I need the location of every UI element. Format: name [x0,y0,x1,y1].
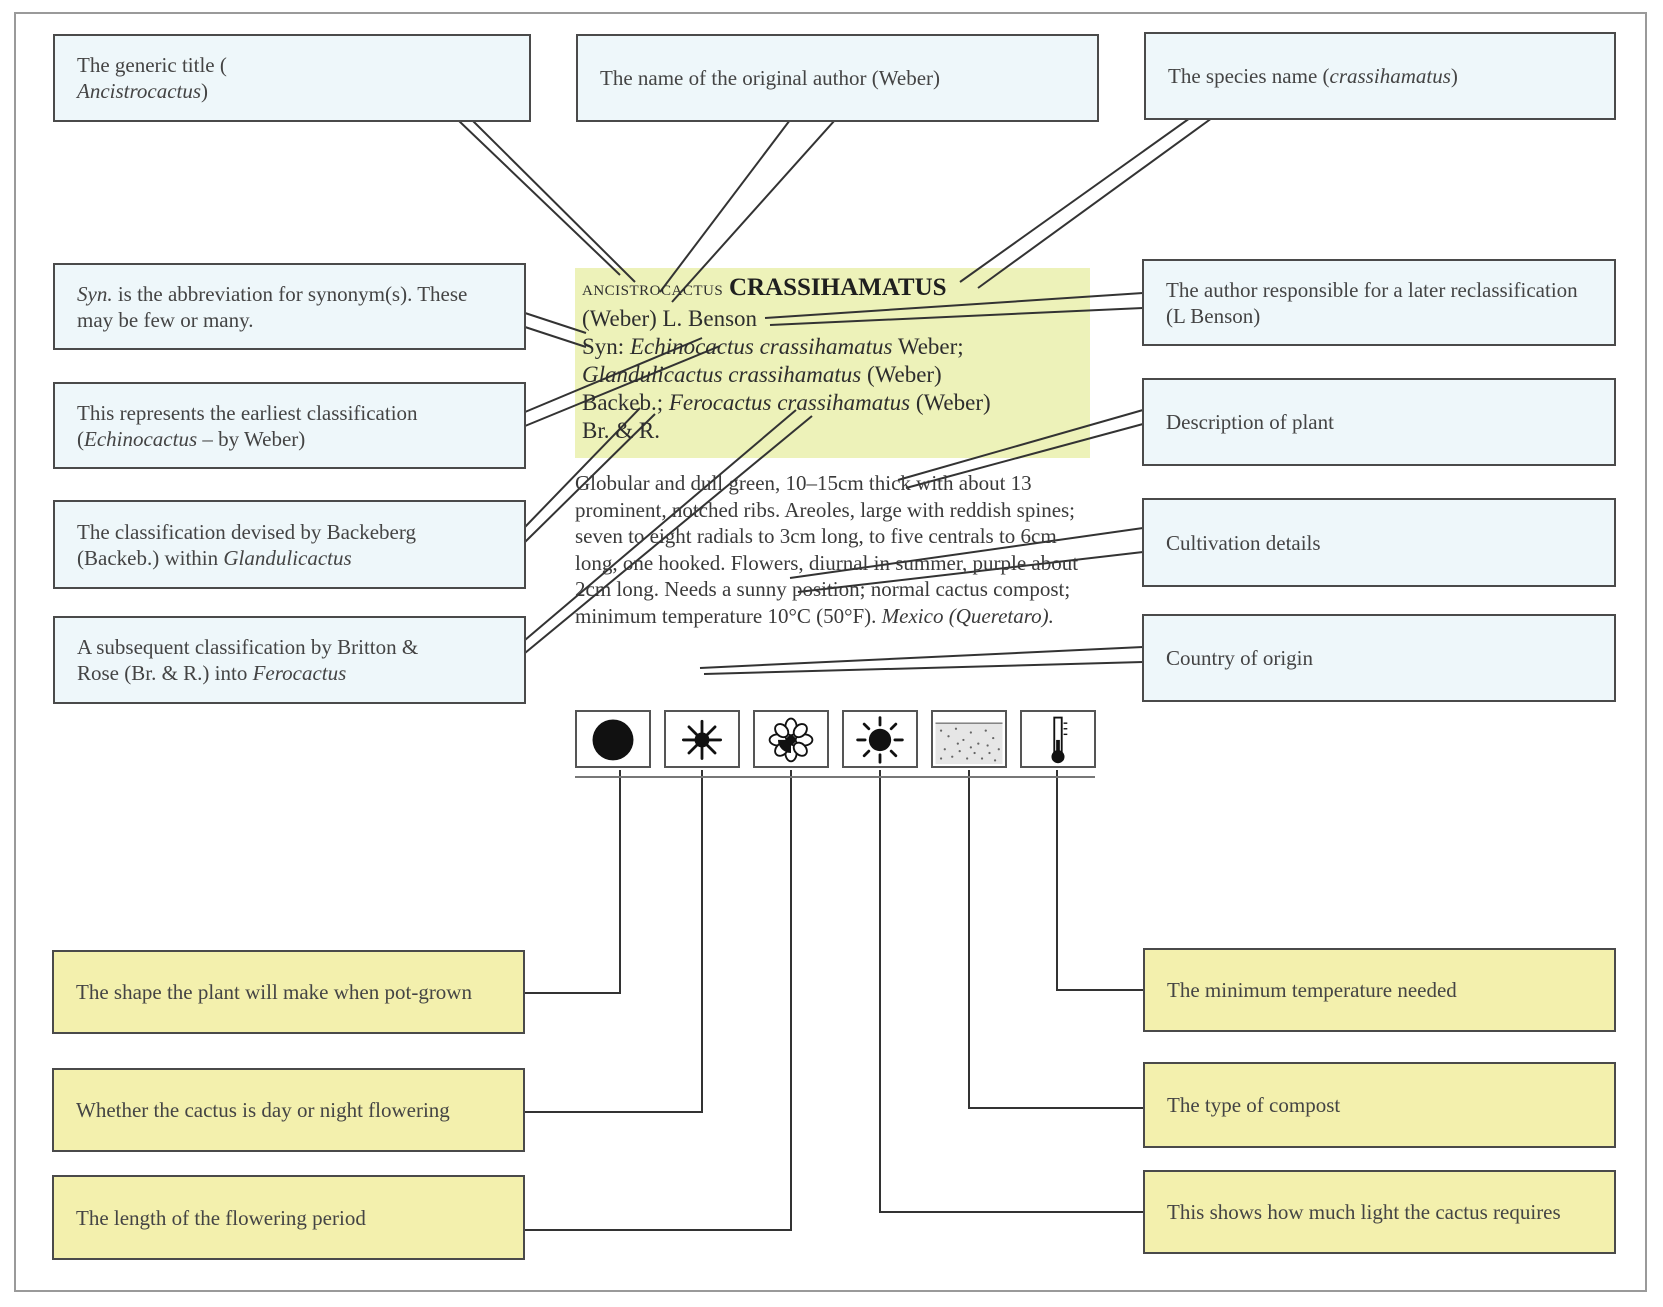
label-flowering-length: The length of the flowering period [52,1175,525,1260]
label-description: Description of plant [1142,378,1616,466]
flowering-period-icon [753,710,829,768]
label-day-night-flowering: Whether the cactus is day or night flowe… [52,1068,525,1152]
entry-highlight [575,268,1090,458]
diagram-frame [14,12,1647,1292]
entry-synonym-3: Backeb.; Ferocactus crassihamatus (Weber… [582,390,991,415]
label-earliest-classification: This represents the earliest classificat… [53,382,526,469]
plant-description: Globular and dull green, 10–15cm thick w… [575,471,1079,628]
entry-synonym-3-end: Br. & R. [582,418,660,443]
label-original-author: The name of the original author (Weber) [576,34,1099,122]
thermometer-icon [1020,710,1096,768]
label-plant-shape: The shape the plant will make when pot-g… [52,950,525,1034]
label-generic-title: The generic title (Ancistrocactus) [53,34,531,122]
label-light-requirement: This shows how much light the cactus req… [1143,1170,1616,1254]
label-cultivation: Cultivation details [1142,498,1616,587]
globe-shape-icon [575,710,651,768]
label-britton-rose-classification: A subsequent classification by Britton &… [53,616,526,704]
symbol-row [575,710,1096,782]
origin-text: Mexico (Queretaro). [881,603,1054,628]
day-flowering-icon [664,710,740,768]
label-backeberg-classification: The classification devised by Backeberg(… [53,500,526,589]
sun-light-icon [842,710,918,768]
label-later-author: The author responsible for a later recla… [1142,259,1616,346]
label-syn: Syn. is the abbreviation for synonym(s).… [53,263,526,350]
label-minimum-temperature: The minimum temperature needed [1143,948,1616,1032]
label-compost-type: The type of compost [1143,1062,1616,1148]
label-country: Country of origin [1142,614,1616,702]
entry-synonym-2: Glandulicactus crassihamatus (Weber) [582,362,942,387]
compost-icon [931,710,1007,768]
plant-entry: ANCISTROCACTUS CRASSIHAMATUS (Weber) L. … [582,274,1102,445]
symbol-baseline [575,776,1095,778]
label-species-name: The species name (crassihamatus) [1144,32,1616,120]
entry-name-line: ANCISTROCACTUS CRASSIHAMATUS [582,274,947,301]
entry-author-line: (Weber) L. Benson [582,306,758,331]
entry-synonym-1: Syn: Echinocactus crassihamatus Weber; [582,334,964,359]
